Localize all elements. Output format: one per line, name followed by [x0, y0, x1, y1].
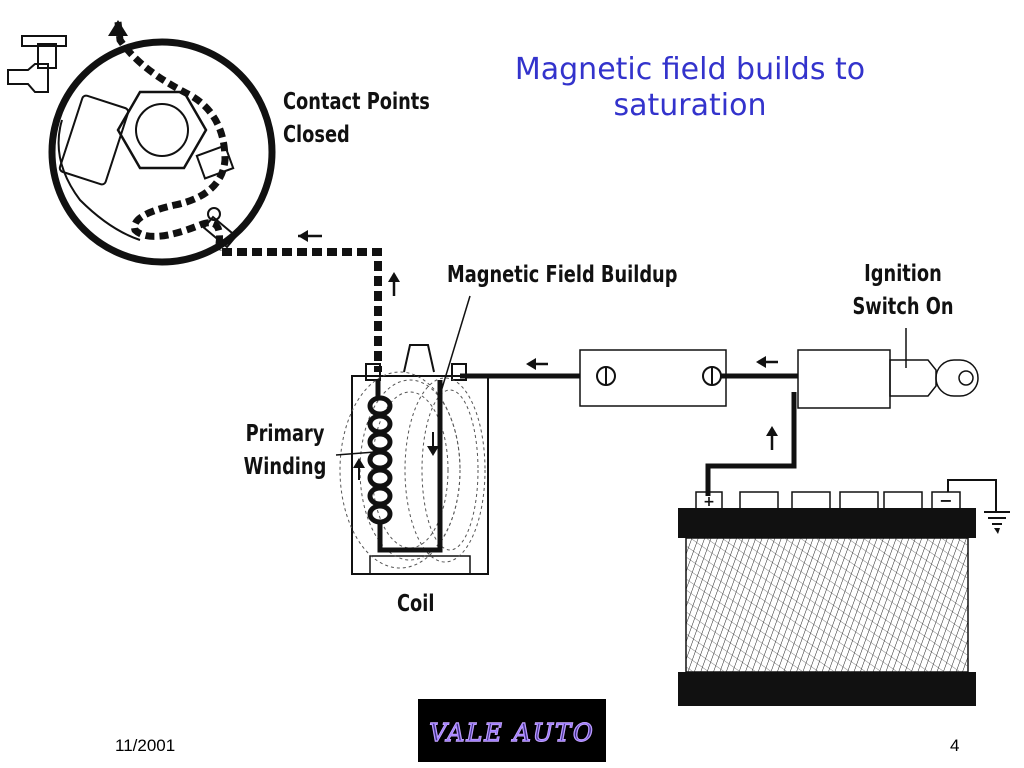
ignition-switch-label: Ignition Switch On [839, 258, 968, 324]
primary-winding-line-1: Primary [245, 421, 325, 447]
magnetic-field-label: Magnetic Field Buildup [447, 262, 678, 288]
ignition-switch-line-1: Ignition [864, 261, 942, 287]
contact-points-line-1: Contact Points [283, 89, 430, 115]
ballast-resistor [579, 349, 727, 407]
battery-negative-symbol: − [939, 491, 952, 510]
vale-auto-logo: VALE AUTO VALE AUTO [418, 699, 606, 762]
field-pointer [439, 295, 471, 396]
battery-positive-symbol: + [703, 494, 715, 510]
primary-wire [460, 356, 798, 379]
primary-winding-label: Primary Winding [238, 418, 333, 484]
coil-label: Coil [397, 591, 435, 617]
battery [678, 479, 1010, 706]
slide-title-line-2: saturation [613, 88, 767, 123]
distributor-wire [222, 230, 400, 372]
logo-text-glow: VALE AUTO [429, 719, 594, 747]
page-number: 4 [950, 736, 960, 755]
ignition-switch [797, 349, 979, 409]
slide-title: Magnetic field builds to saturation [470, 52, 910, 124]
winding-pointer [335, 451, 376, 456]
contact-points-label: Contact Points Closed [283, 86, 430, 152]
ignition-coil [339, 344, 489, 575]
logo-text: VALE AUTO [429, 719, 594, 747]
footer-date: 11/2001 [115, 736, 176, 755]
slide-title-line-1: Magnetic field builds to [514, 52, 866, 87]
ignition-switch-line-2: Switch On [852, 294, 954, 320]
battery-wire [705, 392, 797, 496]
distributor-contact-points [7, 20, 276, 266]
primary-winding-line-2: Winding [243, 454, 327, 480]
contact-points-line-2: Closed [283, 122, 350, 148]
